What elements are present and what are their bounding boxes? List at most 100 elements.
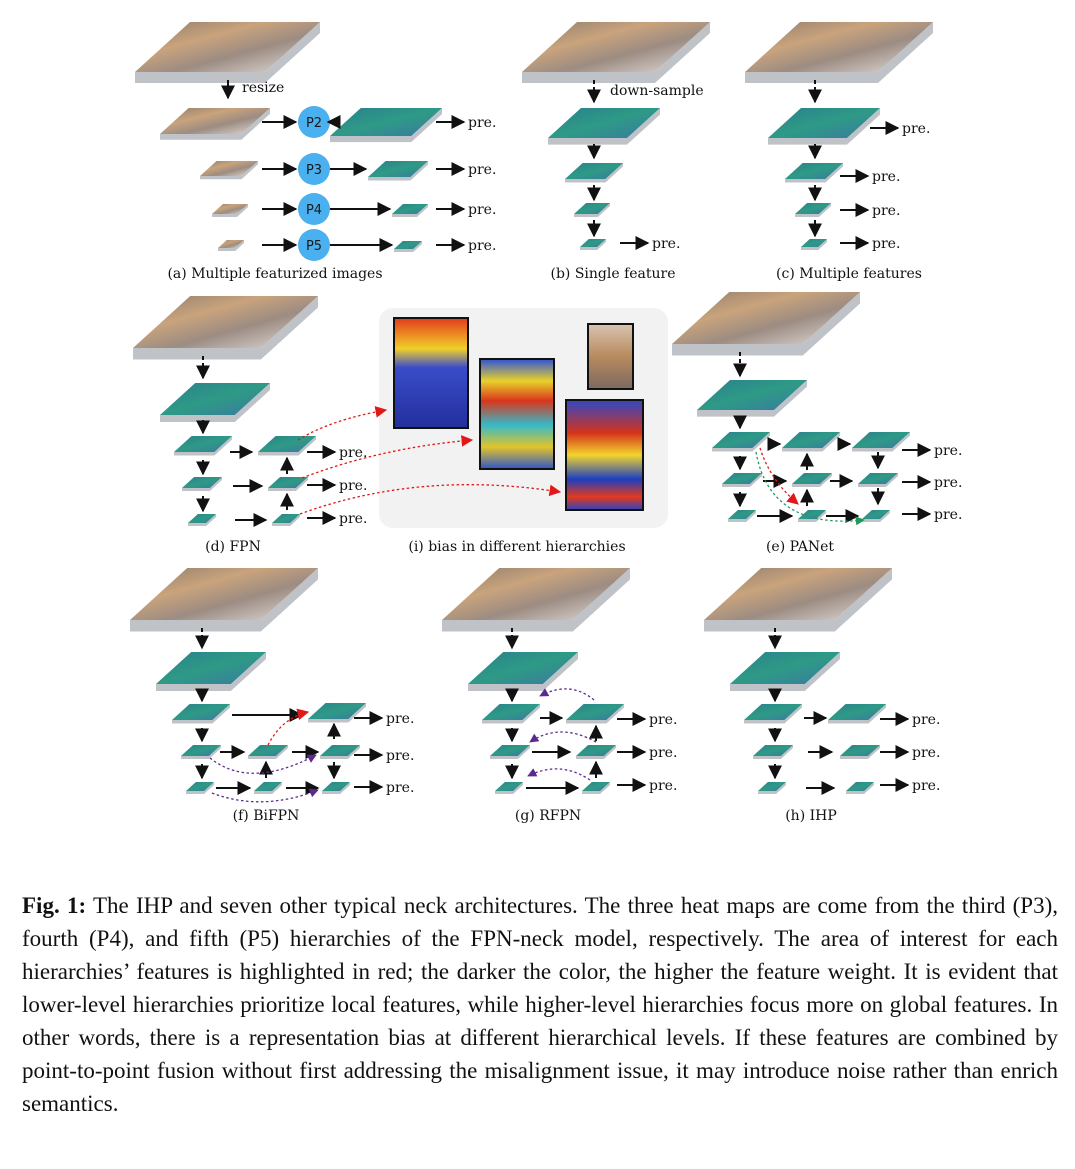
a-scaled-image-5-face: [218, 240, 244, 248]
f-input-image: [130, 568, 318, 632]
h-backbone-map-face: [730, 652, 840, 684]
a-node-label-3: P3: [306, 163, 322, 178]
d-pre-1: pre.: [339, 445, 367, 461]
a-scaled-image-4: [212, 204, 248, 217]
b-feature-1-face: [548, 108, 660, 138]
panel-c-caption: (c) Multiple features: [776, 266, 922, 282]
g-p4: [576, 745, 616, 759]
g-p3: [566, 704, 624, 724]
g-recursive-2: [529, 731, 597, 743]
i-heatmap-p4: [479, 358, 555, 470]
g-input-image-edge: [442, 568, 630, 632]
b-pre: pre.: [652, 236, 680, 252]
f-p3: [308, 703, 366, 723]
a-scaled-image-3-face: [200, 161, 258, 176]
e-pre-3: pre.: [934, 507, 962, 523]
g-p4-face: [576, 745, 616, 756]
f-pre-3: pre.: [386, 780, 414, 796]
e-n3: [852, 432, 910, 452]
e-backbone-map: [697, 380, 807, 417]
a-node-p2: [298, 106, 330, 138]
f-c5: [186, 782, 214, 794]
c-feature-4-face: [801, 239, 827, 247]
h-p3: [828, 704, 886, 724]
a-pre-4: pre.: [468, 202, 496, 218]
a-scaled-image-2-edge: [160, 108, 270, 140]
b-feature-1: [548, 108, 660, 145]
d-backbone-map-edge: [160, 383, 270, 423]
f-p3-edge: [308, 703, 366, 723]
a-feature-map-2: [330, 108, 442, 143]
c-pre-3: pre.: [872, 203, 900, 219]
g-pre-3: pre.: [649, 778, 677, 794]
panel-b-caption: (b) Single feature: [550, 266, 675, 282]
a-feature-map-4: [392, 204, 428, 217]
e-input-image: [672, 292, 860, 356]
e-pre-2: pre.: [934, 475, 962, 491]
d-c3: [174, 436, 232, 456]
g-p5: [582, 782, 610, 794]
a-feature-map-2-face: [330, 108, 442, 136]
h-c3: [744, 704, 802, 724]
c-feature-3: [795, 203, 831, 217]
a-input-image-edge: [135, 22, 320, 83]
panel-g-caption: (g) RFPN: [515, 808, 581, 824]
h-pre-2: pre.: [912, 745, 940, 761]
c-feature-1-edge: [768, 108, 880, 145]
h-p3-face: [828, 704, 886, 720]
h-p3-edge: [828, 704, 886, 724]
d-c4-face: [182, 477, 222, 488]
d-p3-edge: [258, 436, 316, 456]
e-p4: [792, 473, 832, 487]
a-feature-map-4-edge: [392, 204, 428, 217]
h-c4-face: [753, 745, 793, 756]
e-p3-edge: [782, 432, 840, 452]
g-input-image-face: [442, 568, 630, 620]
a-scaled-image-2-face: [160, 108, 270, 134]
f-mid5: [254, 782, 282, 794]
i-original-image: [587, 323, 634, 390]
b-downsample-label: down-sample: [610, 83, 704, 99]
g-c3-face: [482, 704, 540, 720]
b-input-image-face: [522, 22, 710, 72]
d-p4-face: [268, 477, 308, 488]
d-c3-edge: [174, 436, 232, 456]
e-n3-face: [852, 432, 910, 448]
g-c4: [490, 745, 530, 759]
e-p5: [798, 510, 826, 522]
panel-i-caption: (i) bias in different hierarchies: [408, 539, 625, 555]
e-p3: [782, 432, 840, 452]
h-input-image-edge: [704, 568, 892, 632]
a-feature-map-2-edge: [330, 108, 442, 143]
d-p3-face: [258, 436, 316, 452]
e-n5: [862, 510, 890, 522]
g-c4-face: [490, 745, 530, 756]
f-backbone-map-edge: [156, 652, 266, 692]
f-mid5-face: [254, 782, 282, 791]
f-mid4-edge: [248, 745, 288, 759]
panel-f-caption: (f) BiFPN: [233, 808, 300, 824]
f-input-image-face: [130, 568, 318, 620]
g-c4-edge: [490, 745, 530, 759]
c-feature-4-edge: [801, 239, 827, 250]
i-red-arrow-p3: [297, 406, 388, 441]
e-n5-face: [862, 510, 890, 519]
f-c3-edge: [172, 704, 230, 724]
a-node-p3: [298, 153, 330, 185]
b-feature-2-face: [565, 163, 623, 179]
e-p3-face: [782, 432, 840, 448]
c-feature-2-edge: [785, 163, 843, 183]
d-backbone-map: [160, 383, 270, 423]
a-feature-map-3-face: [368, 161, 428, 177]
e-n4-edge: [858, 473, 898, 487]
f-p4-face: [320, 745, 360, 756]
f-c4-edge: [181, 745, 221, 759]
h-p4: [840, 745, 880, 759]
h-c5-face: [758, 782, 786, 791]
e-input-image-face: [672, 292, 860, 344]
c-feature-4: [801, 239, 827, 250]
h-input-image: [704, 568, 892, 632]
h-p4-edge: [840, 745, 880, 759]
d-c5-face: [188, 514, 216, 523]
